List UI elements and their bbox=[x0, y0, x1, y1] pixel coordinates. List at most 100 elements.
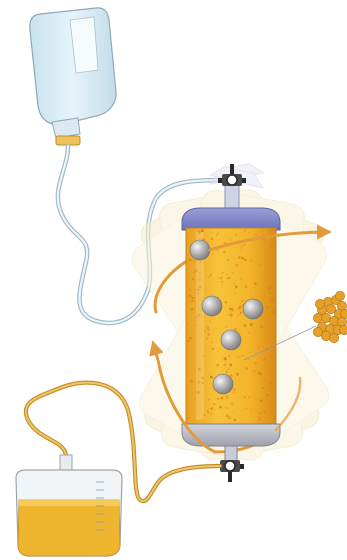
speckle bbox=[226, 395, 228, 397]
speckle bbox=[260, 399, 263, 402]
speckle bbox=[217, 233, 219, 235]
speckle bbox=[243, 324, 246, 327]
speckle bbox=[259, 263, 261, 265]
speckle bbox=[264, 295, 266, 297]
speckle bbox=[211, 238, 214, 241]
speckle bbox=[213, 403, 215, 405]
speckle bbox=[207, 411, 209, 413]
speckle bbox=[222, 272, 224, 274]
speckle bbox=[263, 346, 264, 347]
speckle bbox=[264, 339, 265, 340]
speckle bbox=[192, 297, 194, 299]
speckle bbox=[237, 356, 239, 358]
speckle bbox=[230, 314, 233, 317]
speckle bbox=[246, 408, 247, 409]
speckle bbox=[244, 397, 245, 398]
speckle bbox=[248, 332, 249, 333]
speckle bbox=[248, 232, 249, 233]
speckle bbox=[262, 387, 264, 389]
speckle bbox=[204, 330, 206, 332]
speckle bbox=[194, 399, 195, 400]
speckle bbox=[244, 231, 245, 232]
speckle bbox=[229, 308, 231, 310]
speckle bbox=[201, 229, 204, 232]
speckle bbox=[228, 355, 230, 357]
speckle bbox=[223, 251, 225, 253]
speckle bbox=[187, 340, 190, 343]
speckle bbox=[233, 388, 236, 391]
cell bbox=[326, 304, 335, 313]
speckle bbox=[230, 374, 232, 376]
speckle bbox=[238, 308, 240, 310]
collected-medium bbox=[18, 500, 120, 556]
speckle bbox=[255, 234, 257, 236]
speckle bbox=[192, 278, 194, 280]
collection-bag bbox=[16, 455, 122, 556]
speckle bbox=[226, 407, 228, 409]
speckle bbox=[216, 327, 217, 328]
speckle bbox=[193, 272, 194, 273]
speckle bbox=[227, 277, 230, 280]
speckle bbox=[189, 276, 190, 277]
speckle bbox=[224, 406, 225, 407]
speckle bbox=[209, 320, 210, 321]
speckle bbox=[268, 287, 271, 290]
speckle bbox=[258, 418, 261, 421]
speckle bbox=[242, 355, 243, 356]
speckle bbox=[187, 323, 189, 325]
speckle bbox=[231, 402, 234, 405]
speckle bbox=[270, 328, 271, 329]
cell bbox=[313, 327, 322, 336]
speckle bbox=[191, 308, 194, 311]
bottom-valve bbox=[220, 460, 244, 482]
speckle bbox=[221, 397, 224, 400]
cell-aggregate bbox=[313, 291, 347, 342]
speckle bbox=[272, 310, 275, 313]
speckle bbox=[209, 274, 212, 277]
cell bbox=[329, 333, 338, 342]
speckle bbox=[227, 273, 229, 275]
speckle bbox=[245, 230, 246, 231]
bead bbox=[190, 240, 210, 260]
speckle bbox=[259, 372, 262, 375]
speckle bbox=[240, 303, 241, 304]
speckle bbox=[212, 348, 214, 350]
speckle bbox=[269, 230, 271, 232]
speckle bbox=[254, 362, 255, 363]
speckle bbox=[224, 357, 227, 360]
speckle bbox=[271, 401, 273, 403]
speckle bbox=[257, 347, 259, 349]
speckle bbox=[228, 368, 230, 370]
speckle bbox=[241, 246, 243, 248]
bottle-cap bbox=[56, 136, 80, 145]
speckle bbox=[208, 329, 210, 331]
speckle bbox=[256, 362, 257, 363]
speckle bbox=[216, 235, 217, 236]
speckle bbox=[270, 244, 273, 247]
speckle bbox=[261, 338, 263, 340]
bead bbox=[221, 330, 241, 350]
speckle bbox=[191, 300, 193, 302]
speckle bbox=[254, 282, 256, 284]
speckle bbox=[243, 258, 245, 260]
speckle bbox=[235, 234, 237, 236]
speckle bbox=[226, 327, 227, 328]
speckle bbox=[189, 337, 192, 340]
speckle bbox=[187, 417, 189, 419]
bioreactor-vessel bbox=[182, 184, 280, 462]
speckle bbox=[210, 376, 213, 379]
speckle bbox=[188, 294, 191, 297]
speckle bbox=[236, 373, 239, 376]
cylinder-bottom-cap bbox=[182, 424, 280, 446]
speckle bbox=[259, 345, 260, 346]
speckle bbox=[264, 358, 266, 360]
bead bbox=[213, 374, 233, 394]
speckle bbox=[232, 272, 233, 273]
speckle bbox=[243, 410, 244, 411]
speckle bbox=[209, 322, 210, 323]
speckle bbox=[234, 328, 237, 331]
bead bbox=[202, 296, 222, 316]
speckle bbox=[266, 306, 269, 309]
speckle bbox=[221, 277, 223, 279]
